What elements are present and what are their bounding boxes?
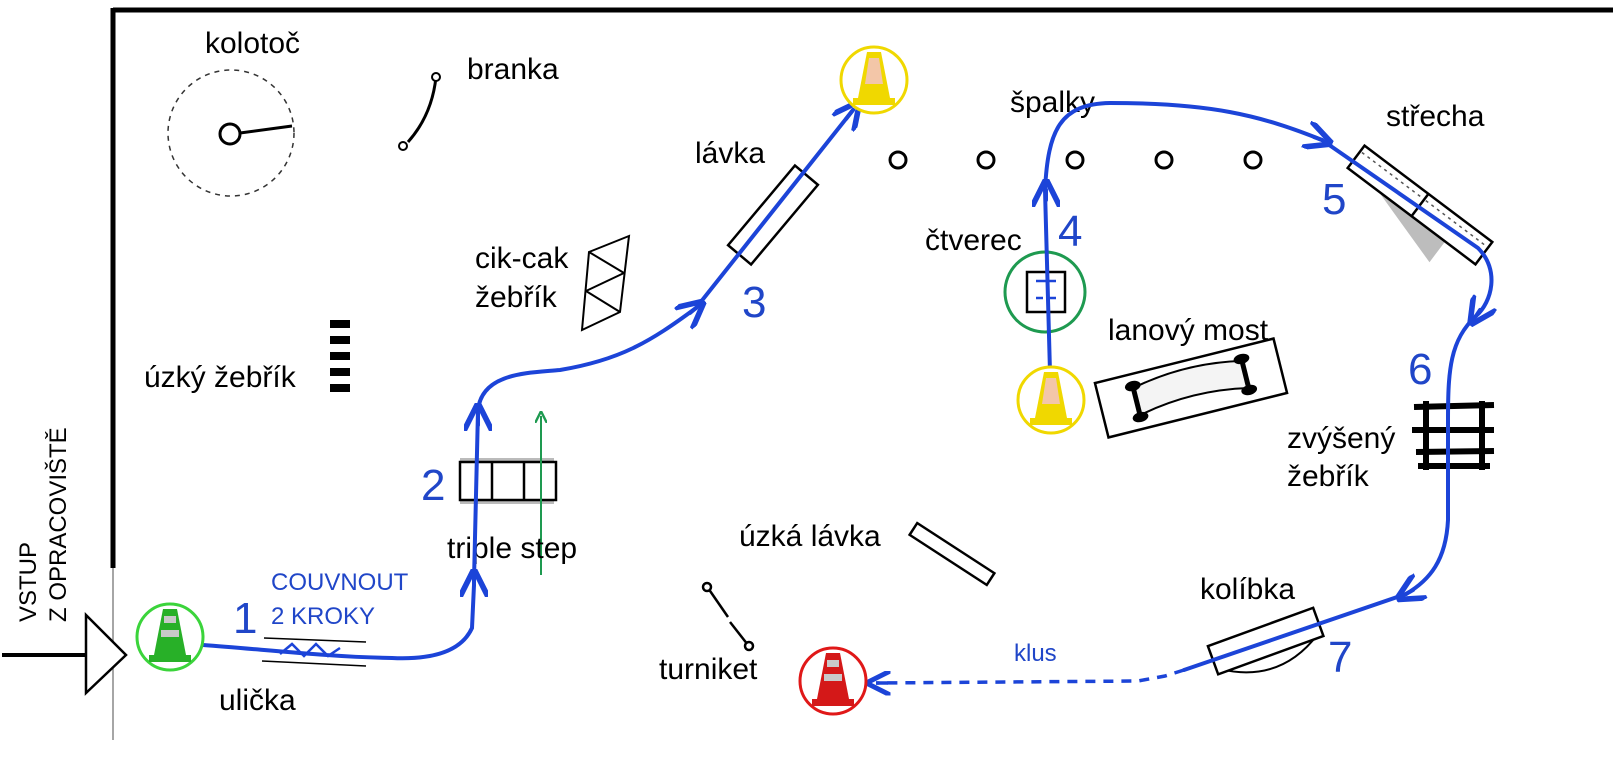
uzka-lavka-obstacle — [907, 521, 997, 587]
entry-gate — [2, 611, 128, 696]
route-segment-7 — [1182, 592, 1408, 672]
finish-cone — [798, 646, 868, 716]
instruction-couvnout-line2: 2 KROKY — [271, 603, 375, 630]
label-lavka: lávka — [695, 137, 765, 170]
route-trot-segment — [875, 668, 1185, 685]
label-branka: branka — [467, 53, 559, 86]
route-number-6: 6 — [1408, 345, 1432, 394]
label-cikcak-line1: cik-cak — [475, 242, 569, 275]
instruction-klus: klus — [1014, 640, 1057, 667]
entry-label-line2: Z OPRACOVIŠTĚ — [44, 427, 72, 622]
dog-route — [201, 100, 1491, 685]
label-cikcak-line2: žebřík — [475, 281, 558, 314]
route-number-7: 7 — [1328, 633, 1352, 682]
route-number-4: 4 — [1058, 207, 1082, 256]
entry-label-line1: VSTUP — [15, 542, 42, 622]
route-segment-1 — [201, 583, 476, 661]
route-segment-2 — [472, 306, 698, 582]
label-spalky: špalky — [1010, 86, 1095, 119]
label-zvyseny-line2: žebřík — [1287, 460, 1370, 493]
route-number-5: 5 — [1322, 175, 1346, 224]
label-lanovy-most: lanový most — [1108, 314, 1269, 347]
turniket-obstacle — [701, 581, 755, 652]
route-segment-4 — [1042, 100, 1324, 374]
kolibka-obstacle — [1206, 606, 1326, 676]
route-number-1: 1 — [233, 594, 257, 643]
route-number-3: 3 — [742, 278, 766, 327]
route-segment-3 — [694, 108, 855, 310]
zvyseny-zebrik-obstacle — [1412, 401, 1495, 470]
label-kolotoc: kolotoč — [205, 27, 300, 60]
strecha-obstacle — [1345, 143, 1495, 267]
label-uzka-lavka: úzká lávka — [739, 520, 881, 553]
label-ctverec: čtverec — [925, 224, 1022, 257]
uzky-zebrik-obstacle — [330, 320, 350, 392]
instruction-couvnout-line1: COUVNOUT — [271, 569, 409, 596]
checkpoint-cone-mid — [1016, 365, 1086, 435]
ctverec-route-symbol — [1036, 279, 1056, 300]
spalky-obstacle — [888, 150, 1263, 170]
cikcak-zebrik-obstacle — [580, 234, 631, 332]
label-ulicka: ulička — [219, 684, 296, 717]
label-kolibka: kolíbka — [1200, 573, 1295, 606]
label-zvyseny-line1: zvýšený — [1287, 422, 1395, 455]
route-number-2: 2 — [421, 461, 445, 510]
lanovy-most-obstacle — [1093, 337, 1289, 439]
label-strecha: střecha — [1386, 100, 1485, 133]
label-uzky-zebrik: úzký žebřík — [144, 361, 297, 394]
label-triple-step: triple step — [447, 532, 577, 565]
branka-obstacle — [398, 72, 441, 151]
kolotoc-obstacle — [167, 69, 295, 197]
ctverec-obstacle — [1003, 250, 1087, 334]
checkpoint-cone-top — [839, 45, 909, 115]
start-cone — [135, 602, 205, 672]
label-turniket: turniket — [659, 653, 758, 686]
